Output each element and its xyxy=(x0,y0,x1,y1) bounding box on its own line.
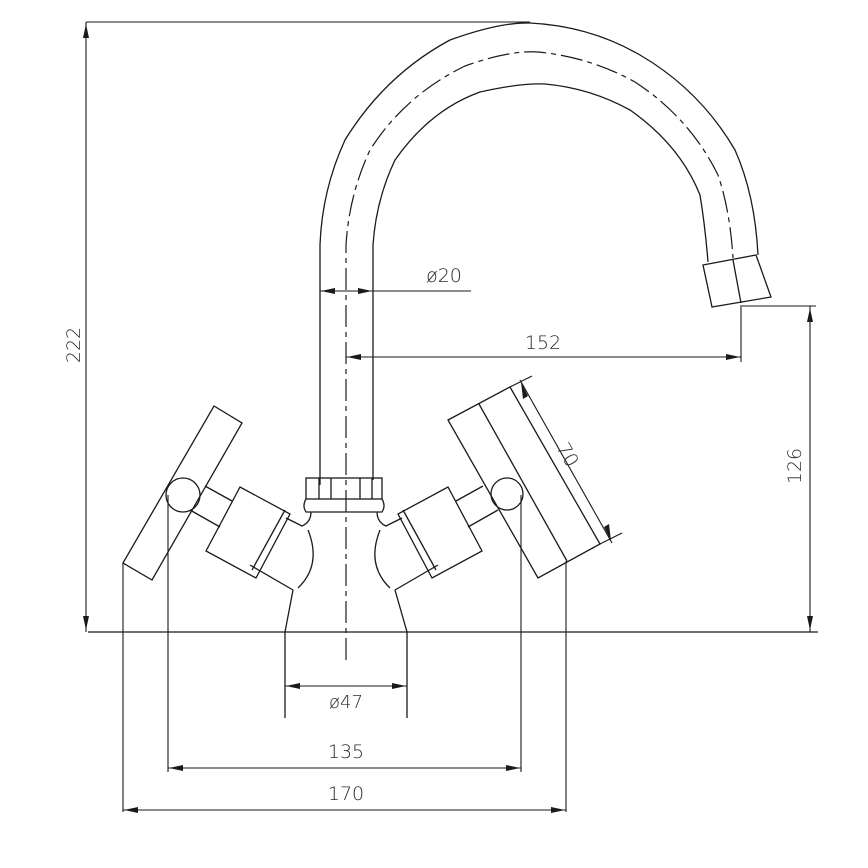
dim-overall-width: 170 xyxy=(122,561,567,813)
body xyxy=(249,477,439,718)
dim-spout-diameter: ø20 xyxy=(320,265,471,294)
dim-base-diameter: ø47 xyxy=(285,683,407,713)
right-handle xyxy=(397,386,601,579)
dim-label-d20: ø20 xyxy=(426,265,462,287)
dim-label-d47: ø47 xyxy=(329,692,363,713)
dim-handle-length: 70 xyxy=(509,375,623,545)
dim-label-222: 222 xyxy=(63,327,85,363)
dim-overall-height: 222 xyxy=(63,21,530,632)
dim-label-126: 126 xyxy=(784,448,806,484)
dim-label-135: 135 xyxy=(328,741,364,763)
dim-handle-spacing: 135 xyxy=(167,495,522,772)
dim-label-152: 152 xyxy=(525,332,561,354)
spout xyxy=(319,22,772,660)
left-handle xyxy=(122,405,291,581)
dim-spout-reach: 152 xyxy=(346,305,742,362)
dim-outlet-height: 126 xyxy=(742,305,816,632)
dim-label-170: 170 xyxy=(328,783,364,805)
